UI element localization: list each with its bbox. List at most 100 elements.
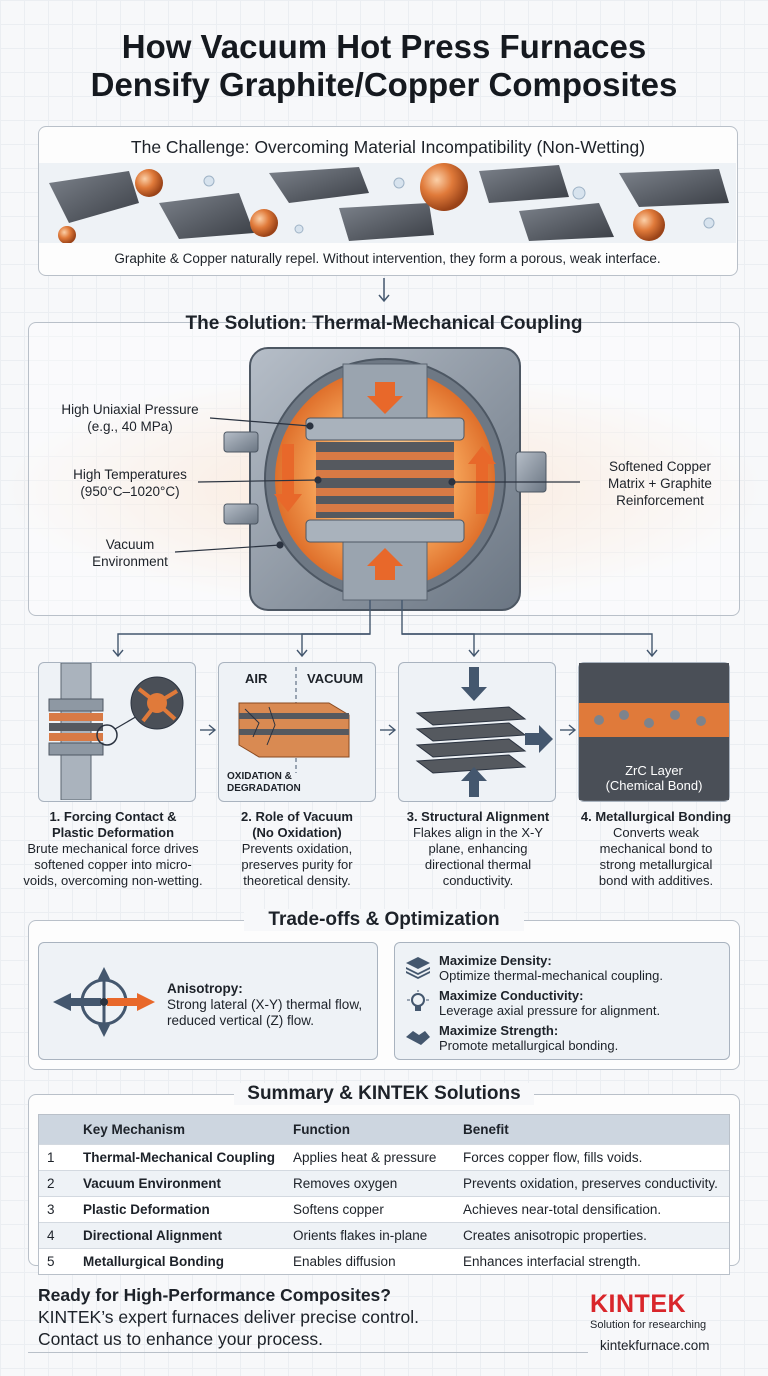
footer-divider: [28, 1352, 588, 1353]
opt-conductivity-desc: Leverage axial pressure for alignment.: [439, 1003, 661, 1018]
furnace-illustration: [223, 347, 547, 611]
step-3-desc-1: Flakes align in the X-Y: [412, 825, 544, 840]
pressure-line-1: High Uniaxial Pressure: [61, 402, 199, 417]
pressure-line-2: (e.g., 40 MPa): [87, 419, 173, 434]
cell-mechanism: Plastic Deformation: [75, 1196, 285, 1223]
matrix-line-1: Softened Copper: [608, 459, 712, 474]
title-line-1: How Vacuum Hot Press Furnaces: [121, 28, 647, 65]
col-header-index: [39, 1115, 75, 1145]
temp-line-1: High Temperatures: [73, 467, 187, 482]
anisotropy-title: Anisotropy:: [167, 981, 243, 996]
opt-density-desc: Optimize thermal-mechanical coupling.: [439, 968, 663, 983]
cta-line-1: KINTEK’s expert furnaces deliver precise…: [38, 1307, 419, 1327]
col-header-mechanism: Key Mechanism: [75, 1115, 285, 1145]
cell-benefit: Creates anisotropic properties.: [455, 1222, 729, 1249]
cell-function: Removes oxygen: [285, 1170, 455, 1197]
step-3-desc-3: directional thermal: [424, 857, 532, 872]
step-1-title-2: Plastic Deformation: [51, 825, 175, 840]
cell-benefit: Forces copper flow, fills voids.: [455, 1144, 729, 1171]
challenge-panel: The Challenge: Overcoming Material Incom…: [38, 126, 738, 276]
graphite-copper-illustration: [39, 163, 736, 243]
anisotropy-text: Anisotropy: Strong lateral (X-Y) thermal…: [167, 981, 362, 1029]
opt-density-title: Maximize Density:: [439, 953, 552, 968]
page-title: How Vacuum Hot Press Furnaces Densify Gr…: [0, 28, 768, 104]
col-header-benefit: Benefit: [455, 1115, 729, 1145]
brand-tagline: Solution for researching: [590, 1319, 707, 1331]
cell-benefit: Prevents oxidation, preserves conductivi…: [455, 1170, 729, 1197]
step-3-desc-2: plane, enhancing: [428, 841, 528, 856]
step-1-desc-2: softened copper into micro-: [34, 857, 192, 872]
cell-index: 2: [39, 1170, 75, 1197]
cell-index: 1: [39, 1144, 75, 1171]
summary-heading: Summary & KINTEK Solutions: [234, 1083, 534, 1105]
step-4-text: 4. Metallurgical Bonding Converts weak m…: [566, 809, 746, 889]
matrix-line-3: Reinforcement: [616, 493, 704, 508]
challenge-caption: Graphite & Copper naturally repel. Witho…: [114, 251, 661, 266]
solution-heading: The Solution: Thermal-Mechanical Couplin…: [185, 313, 583, 334]
label-pressure: High Uniaxial Pressure (e.g., 40 MPa): [40, 401, 220, 435]
cell-function: Orients flakes in-plane: [285, 1222, 455, 1249]
cell-function: Softens copper: [285, 1196, 455, 1223]
oxidation-illustration: [238, 667, 350, 773]
challenge-heading: The Challenge: Overcoming Material Incom…: [130, 137, 646, 157]
step-3-desc-4: conductivity.: [442, 873, 514, 888]
zrc-line-1: ZrC Layer: [625, 763, 683, 778]
step-2-text: 2. Role of Vacuum (No Oxidation) Prevent…: [206, 809, 388, 889]
anisotropy-card: Anisotropy: Strong lateral (X-Y) thermal…: [38, 942, 378, 1060]
callout-lines: [112, 417, 658, 658]
kintek-logo[interactable]: KINTEK Solution for researching: [590, 1290, 740, 1331]
bonding-layer-illustration: [579, 663, 729, 800]
oxid-line-1: OXIDATION &: [227, 771, 292, 782]
matrix-line-2: Matrix + Graphite: [608, 476, 712, 491]
step-1-text: 1. Forcing Contact & Plastic Deformation…: [20, 809, 206, 889]
piston-detail-illustration: [48, 662, 184, 801]
website-link[interactable]: kintekfurnace.com: [600, 1338, 710, 1353]
step-4-desc-1: Converts weak: [613, 825, 699, 840]
layers-icon: [406, 957, 430, 979]
cta-line-2: Contact us to enhance your process.: [38, 1329, 324, 1349]
step-3-title-1: 3. Structural Alignment: [406, 809, 550, 824]
cta-block: Ready for High-Performance Composites? K…: [38, 1284, 518, 1350]
cell-mechanism: Thermal-Mechanical Coupling: [75, 1144, 285, 1171]
step-4-desc-3: strong metallurgical: [599, 857, 713, 872]
table-header-row: Key Mechanism Function Benefit: [39, 1115, 729, 1145]
compass-icon: [53, 967, 155, 1037]
temp-line-2: (950°C–1020°C): [80, 484, 180, 499]
opt-strength-desc: Promote metallurgical bonding.: [439, 1038, 619, 1053]
step-1-desc-3: voids, overcoming non-wetting.: [23, 873, 203, 888]
title-line-2: Densify Graphite/Copper Composites: [90, 66, 678, 103]
step-2-image: AIR VACUUM OXIDATION & DEGRADATION: [218, 662, 376, 802]
zrc-line-2: (Chemical Bond): [605, 778, 703, 793]
anisotropy-line-1: Strong lateral (X-Y) thermal flow,: [167, 997, 363, 1012]
step-2-desc-2: preserves purity for: [241, 857, 353, 872]
vacuum-line-1: Vacuum: [105, 537, 155, 552]
label-matrix: Softened Copper Matrix + Graphite Reinfo…: [575, 458, 745, 509]
brand-name: KINTEK: [590, 1290, 687, 1318]
cell-index: 5: [39, 1248, 75, 1274]
step-connectors: [200, 724, 577, 736]
step-1-desc-1: Brute mechanical force drives: [27, 841, 199, 856]
step-4-desc-2: mechanical bond to: [599, 841, 713, 856]
flake-alignment-illustration: [415, 667, 553, 797]
tradeoffs-heading: Trade-offs & Optimization: [244, 909, 524, 931]
vacuum-line-2: Environment: [92, 554, 168, 569]
optimization-card: Maximize Density: Optimize thermal-mecha…: [394, 942, 730, 1060]
cell-mechanism: Metallurgical Bonding: [75, 1248, 285, 1274]
step-2-desc-3: theoretical density.: [243, 873, 351, 888]
step-4-image: ZrC Layer (Chemical Bond): [578, 662, 730, 802]
down-arrow-icon: [378, 278, 390, 303]
opt-strength-title: Maximize Strength:: [439, 1023, 559, 1038]
zrc-caption: ZrC Layer (Chemical Bond): [579, 763, 729, 793]
cell-mechanism: Directional Alignment: [75, 1222, 285, 1249]
vacuum-label: VACUUM: [307, 671, 364, 686]
cell-index: 4: [39, 1222, 75, 1249]
step-4-title-1: 4. Metallurgical Bonding: [580, 809, 732, 824]
step-1-title-1: 1. Forcing Contact &: [49, 809, 177, 824]
